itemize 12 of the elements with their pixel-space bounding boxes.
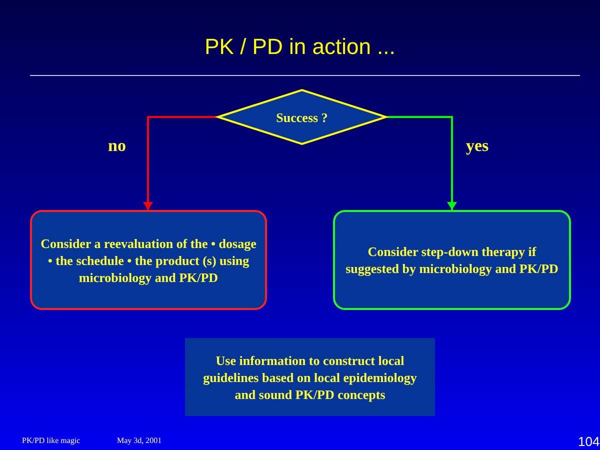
- arrow: [143, 116, 217, 210]
- arrow: [387, 116, 457, 210]
- page-number: 104: [578, 434, 600, 449]
- process-box: Consider step-down therapy if suggested by microbiology and PK/PD: [333, 210, 571, 310]
- note-box: Use information to construct local guidelines based on local epidemiology and sound PK/PD concepts: [185, 338, 435, 416]
- edge-label: yes: [466, 136, 489, 156]
- decision-diamond: Success ?: [217, 89, 387, 145]
- process-box: Consider a reevaluation of the • dosage • the schedule • the product (s) using microbiology and PK/PD: [30, 210, 267, 310]
- edge-label: no: [108, 136, 126, 156]
- footer-text: May 3d, 2001: [117, 436, 162, 445]
- footer-text: PK/PD like magic: [22, 436, 80, 445]
- slide-title: PK / PD in action ...: [204, 34, 396, 60]
